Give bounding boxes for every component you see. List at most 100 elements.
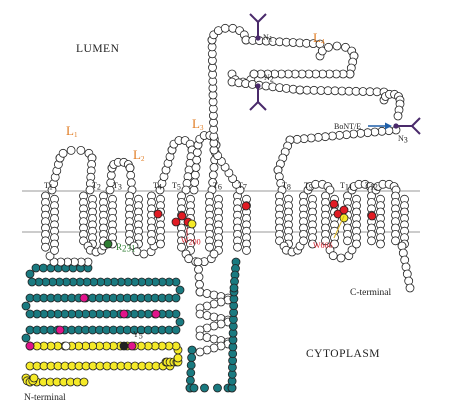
residue-bead	[367, 236, 376, 246]
residue-bead	[27, 277, 37, 287]
loop-l4-label: L4	[313, 30, 325, 46]
residue-bead	[209, 249, 219, 259]
tm5-label: T5	[172, 181, 181, 192]
r231-residue	[103, 239, 113, 249]
tm1-label: T1	[44, 181, 53, 192]
mutation-residue	[177, 211, 187, 221]
disease-residue	[25, 341, 35, 351]
disease-residue	[79, 293, 89, 303]
residue-bead	[328, 251, 338, 261]
residue-bead	[208, 170, 218, 180]
amino-acid-chain	[21, 23, 415, 393]
residue-bead	[85, 185, 95, 195]
cytoplasm-label: CYTOPLASM	[306, 348, 380, 360]
residue-bead	[213, 383, 222, 393]
residue-bead	[25, 269, 35, 279]
residue-bead	[171, 325, 181, 335]
tm9-label: T9	[304, 181, 313, 192]
residue-bead	[189, 185, 199, 195]
residue-bead	[299, 236, 308, 246]
tm8-label: T8	[282, 181, 291, 192]
tm7-label: T7	[238, 181, 247, 192]
residue-bead	[175, 317, 185, 327]
disease-residue	[119, 309, 129, 319]
residue-bead	[76, 145, 86, 155]
bont-e-arrow	[368, 122, 392, 130]
tm12-label: T12	[365, 181, 378, 192]
residue-bead	[39, 263, 48, 273]
residue-bead	[187, 353, 197, 363]
mutation-residue	[367, 211, 377, 221]
residue-bead	[336, 253, 346, 263]
lumen-label: LUMEN	[76, 43, 120, 55]
residue-bead	[376, 239, 385, 249]
residue-bead	[192, 155, 202, 165]
loop-l1-label: L1	[66, 123, 78, 139]
residue-bead	[193, 257, 203, 267]
bont-e-label: BoNT/E	[334, 122, 361, 131]
residue-bead	[347, 245, 357, 255]
residue-bead	[405, 283, 415, 293]
residue-bead	[352, 239, 361, 249]
residue-bead	[330, 239, 339, 249]
disease-residue	[151, 309, 161, 319]
disease-residue	[55, 325, 65, 335]
residue-bead	[343, 236, 352, 246]
residue-bead	[325, 185, 335, 195]
residue-bead	[21, 333, 31, 343]
glyco-n2-label: N2	[264, 73, 274, 84]
residue-bead	[220, 23, 230, 33]
residue-bead	[398, 248, 408, 258]
residue-bead	[205, 242, 214, 252]
mutation-residue	[241, 201, 251, 211]
residue-bead	[50, 245, 59, 255]
residue-bead	[194, 265, 203, 274]
residue-bead	[332, 41, 342, 51]
residue-bead	[233, 242, 242, 252]
residue-bead	[229, 283, 239, 293]
loop-l3-label: L3	[192, 116, 204, 132]
residue-bead	[192, 148, 202, 157]
residue-bead	[177, 242, 186, 252]
residue-bead	[175, 285, 185, 295]
residue-bead	[324, 42, 333, 52]
residue-bead	[156, 239, 165, 249]
loop-l2-label: L2	[133, 147, 145, 163]
highlight-residue	[187, 219, 197, 229]
residue-bead	[126, 178, 136, 188]
residue-bead	[186, 360, 196, 370]
residue-bead	[308, 239, 317, 249]
residue-bead	[25, 309, 35, 319]
highlight-residue	[339, 213, 349, 223]
glyco-n3-label: N3	[398, 134, 408, 145]
residue-bead	[242, 245, 251, 255]
tm2-label: T2	[92, 181, 101, 192]
residue-bead	[21, 301, 31, 311]
residue-bead	[49, 257, 59, 267]
residue-bead	[187, 345, 197, 355]
r231-label: R231	[116, 242, 136, 254]
residue-bead	[171, 293, 181, 303]
residue-bead	[393, 111, 403, 121]
w666-label: W666	[313, 241, 333, 250]
glycosylation-site-n2	[249, 83, 267, 111]
mutation-residue	[333, 209, 343, 219]
residue-bead	[125, 163, 135, 173]
disease-residue	[127, 341, 137, 351]
residue-bead	[194, 272, 204, 282]
residue-bead	[106, 170, 116, 180]
residue-bead	[126, 170, 136, 180]
residue-bead	[58, 148, 68, 158]
residue-bead	[209, 163, 219, 172]
residue-bead	[31, 263, 41, 273]
residue-bead	[191, 163, 201, 172]
tm11-label: T11	[340, 181, 353, 192]
residue-bead	[147, 236, 156, 246]
residue-bead	[391, 236, 400, 246]
glycosylation-site-n3	[393, 117, 421, 135]
mutation-residue	[153, 209, 163, 219]
residue-bead	[41, 242, 50, 252]
tm4-label: T4	[153, 181, 162, 192]
residue-bead	[249, 69, 259, 79]
w200-label: W200	[181, 236, 201, 247]
